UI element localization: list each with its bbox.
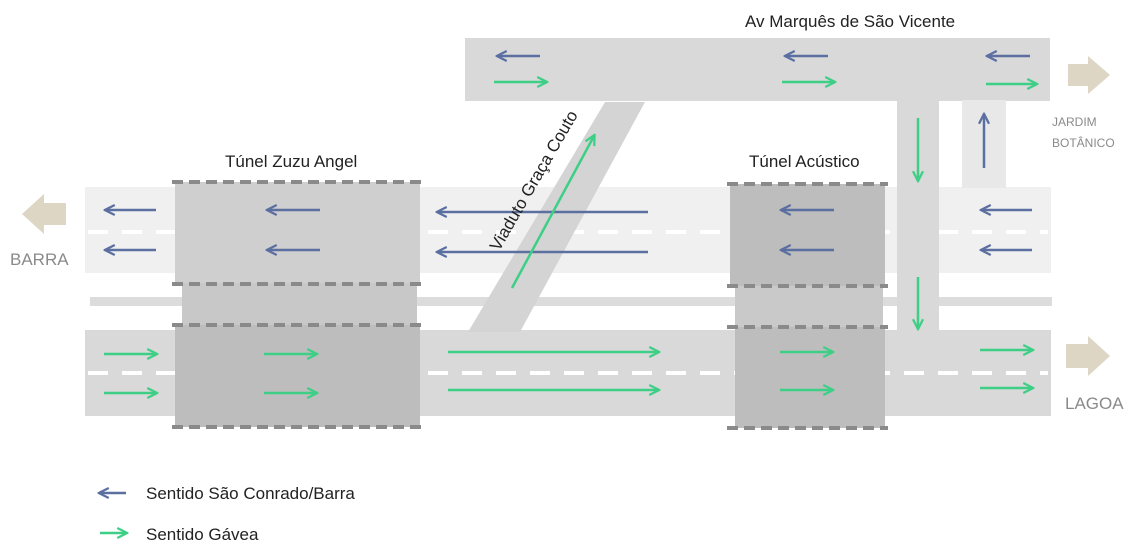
av-marques-label: Av Marquês de São Vicente [745, 12, 955, 31]
legend-label-barra: Sentido São Conrado/Barra [146, 484, 355, 503]
arrow-diagonal-icon [510, 136, 594, 289]
tunel-acustico-upper [730, 184, 885, 286]
av-marques-road [465, 38, 1050, 101]
tunel-acustico-label: Túnel Acústico [749, 152, 860, 171]
viaduto-graca-couto [468, 102, 645, 332]
destination-arrow-icon [1068, 56, 1110, 94]
barra-label: BARRA [10, 250, 69, 269]
legend-label-gavea: Sentido Gávea [146, 525, 259, 544]
lagoa-label: LAGOA [1065, 394, 1124, 413]
tunel-zuzu-label: Túnel Zuzu Angel [225, 152, 357, 171]
legend: Sentido São Conrado/Barra Sentido Gávea [100, 484, 355, 544]
tunel-acustico-middle [735, 286, 883, 328]
tunel-acustico-lower [735, 327, 885, 428]
tunel-zuzu-lower [175, 325, 420, 427]
tunel-zuzu-middle [182, 283, 417, 329]
jardim-botanico-label-line2: BOTÂNICO [1052, 135, 1115, 150]
jardim-botanico-label-line1: JARDIM [1052, 115, 1097, 129]
median-strip [90, 297, 1052, 306]
destination-arrow-icon [1066, 336, 1110, 376]
tunel-zuzu-upper [175, 182, 420, 284]
destination-arrow-icon [22, 194, 66, 234]
